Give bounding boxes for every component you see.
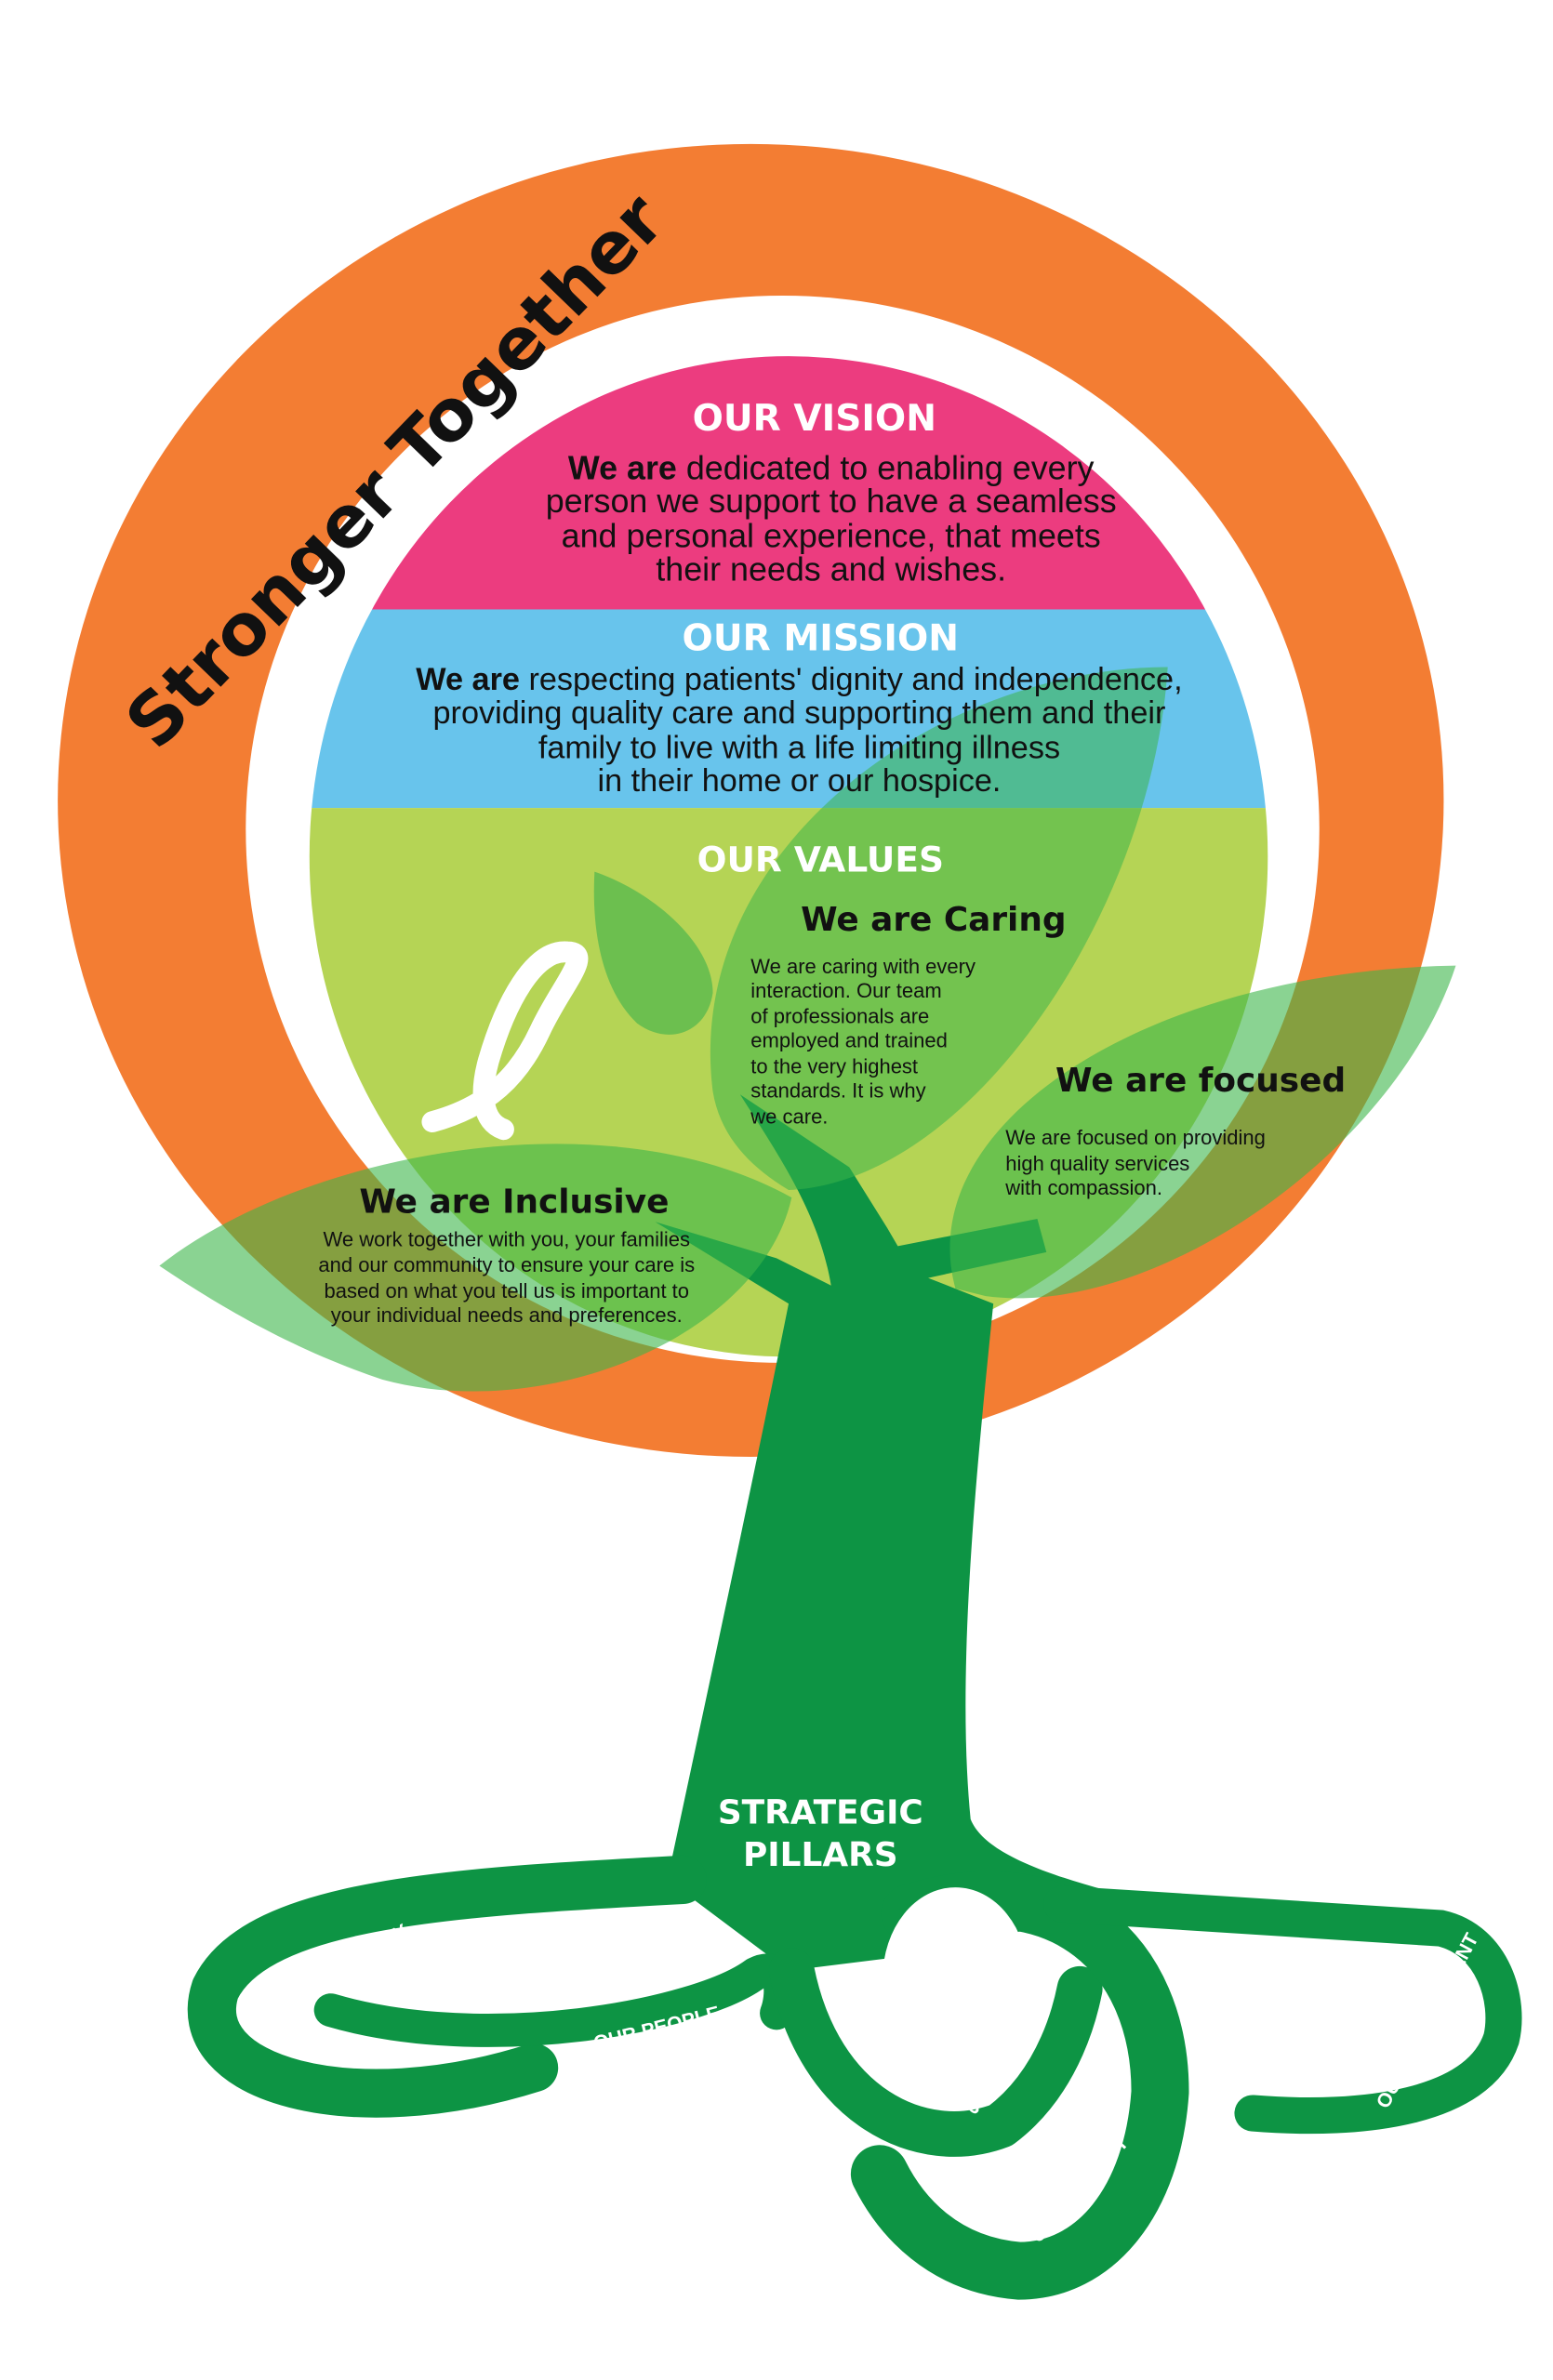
focused-line: We are focused on providing — [1005, 1126, 1266, 1149]
mission-line: family to live with a life limiting illn… — [538, 730, 1060, 765]
inclusive-leaf — [159, 1144, 792, 1392]
caring-line: employed and trained — [750, 1029, 948, 1052]
caring-line: we care. — [750, 1104, 828, 1128]
caring-line: We are caring with every — [750, 955, 976, 978]
values-heading: OUR VALUES — [697, 840, 944, 880]
root-community — [187, 1855, 707, 2118]
root-services — [768, 1948, 1103, 2157]
caring-title: We are Caring — [801, 901, 1066, 939]
inclusive-line: and our community to ensure your care is — [318, 1253, 695, 1276]
inclusive-line: based on what you tell us is important t… — [324, 1279, 689, 1302]
focused-line: with compassion. — [1004, 1176, 1162, 1199]
caring-line: interaction. Our team — [750, 979, 941, 1002]
focused-text: We are focused on providing high quality… — [1004, 1126, 1266, 1199]
vision-heading: OUR VISION — [693, 398, 936, 440]
pillars-heading-line: STRATEGIC — [718, 1794, 923, 1832]
caring-line: of professionals are — [750, 1005, 929, 1028]
vision-line: and personal experience, that meets — [562, 518, 1101, 555]
root-environment — [1042, 1885, 1522, 2135]
small-leaf — [593, 871, 713, 1035]
vision-line: person we support to have a seamless — [546, 483, 1117, 520]
inclusive-line: your individual needs and preferences. — [331, 1303, 683, 1327]
vision-line: We are dedicated to enabling every — [568, 449, 1095, 486]
mission-text: We are respecting patients' dignity and … — [416, 662, 1182, 799]
focused-title: We are focused — [1055, 1062, 1346, 1100]
inclusive-text: We work together with you, your families… — [318, 1227, 695, 1327]
vision-line: their needs and wishes. — [656, 551, 1006, 588]
inclusive-line: We work together with you, your families — [323, 1227, 690, 1250]
caring-line: to the very highest — [750, 1054, 918, 1078]
pillars-heading-line: PILLARS — [743, 1836, 898, 1874]
tree-trunk — [655, 1094, 1153, 1971]
inclusive-title: We are Inclusive — [359, 1183, 669, 1221]
vision-text: We are dedicated to enabling every perso… — [546, 449, 1117, 588]
mission-line: in their home or our hospice. — [598, 763, 1002, 799]
ribbon-symbol — [421, 941, 589, 1141]
focused-leaf — [949, 965, 1456, 1299]
services-loop-hole — [883, 1887, 1029, 2069]
mission-line: providing quality care and supporting th… — [433, 695, 1166, 731]
caring-line: standards. It is why — [750, 1079, 925, 1103]
caring-text: We are caring with every interaction. Ou… — [750, 955, 976, 1128]
mission-heading: OUR MISSION — [683, 618, 959, 660]
focused-line: high quality services — [1005, 1152, 1189, 1175]
mission-line: We are respecting patients' dignity and … — [416, 662, 1182, 697]
caring-leaf — [710, 667, 1168, 1190]
